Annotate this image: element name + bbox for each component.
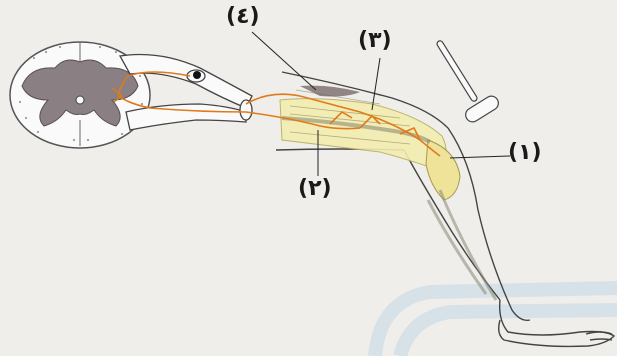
sensory-cell-body	[193, 71, 201, 79]
leader-line-1	[450, 156, 510, 158]
central-canal	[76, 96, 84, 104]
label-one: (١)	[508, 142, 542, 164]
leader-line-3	[372, 58, 380, 110]
toes	[586, 332, 612, 340]
leader-line-4	[252, 32, 316, 90]
hammer-head	[463, 94, 501, 125]
label-two: (٢)	[298, 178, 332, 200]
lower-leg-bones	[428, 190, 496, 300]
reflex-hammer-icon	[436, 40, 501, 125]
label-three: (٣)	[358, 30, 392, 52]
label-four: (٤)	[226, 6, 260, 28]
ventral-root	[126, 104, 246, 130]
hammer-handle	[436, 40, 478, 103]
nerve-cut-end	[240, 100, 252, 120]
